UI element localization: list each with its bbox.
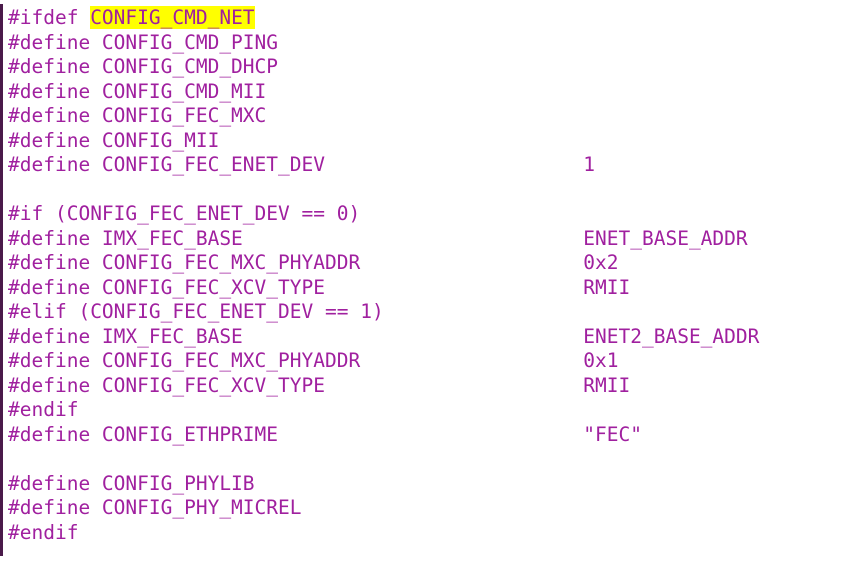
macro-value: 0x2 [583, 251, 619, 274]
code-line[interactable]: #define CONFIG_CMD_PING [8, 31, 759, 56]
macro-name: CONFIG_CMD_PING [101, 30, 279, 54]
preprocessor-directive: #define [8, 251, 102, 274]
macro-name: CONFIG_FEC_ENET_DEV [101, 153, 325, 176]
code-line[interactable]: #define CONFIG_CMD_DHCP [8, 55, 759, 80]
code-line[interactable]: #define CONFIG_PHY_MICREL [8, 496, 759, 521]
macro-name: CONFIG_FEC_XCV_TYPE [101, 373, 325, 397]
preprocessor-directive: #elif [8, 300, 79, 323]
alignment-space [360, 349, 583, 372]
preprocessor-directive: #define [8, 349, 102, 372]
macro-name: CONFIG_PHYLIB [101, 471, 255, 495]
macro-name: CONFIG_ETHPRIME [101, 422, 279, 446]
code-line[interactable]: #define IMX_FEC_BASE ENET2_BASE_ADDR [8, 325, 759, 350]
code-line[interactable]: #define CONFIG_FEC_MXC [8, 104, 759, 129]
macro-value: 0x1 [583, 349, 619, 372]
code-line[interactable]: #define CONFIG_FEC_MXC_PHYADDR 0x1 [8, 349, 759, 374]
code-line[interactable]: #define CONFIG_FEC_XCV_TYPE RMII [8, 276, 759, 301]
code-line[interactable]: #define IMX_FEC_BASE ENET_BASE_ADDR [8, 227, 759, 252]
macro-name: CONFIG_FEC_MXC_PHYADDR [101, 251, 361, 274]
code-line[interactable]: #define CONFIG_ETHPRIME "FEC" [8, 423, 759, 448]
preprocessor-directive: #define [8, 324, 102, 348]
preprocessor-directive: #define [8, 422, 102, 446]
preprocessor-directive: #define [8, 226, 102, 250]
preprocessor-directive: #ifdef [8, 6, 91, 29]
preprocessor-directive: #if [8, 202, 55, 225]
preprocessor-directive: #define [8, 30, 102, 54]
macro-name: CONFIG_FEC_XCV_TYPE [101, 275, 325, 299]
macro-value: ENET2_BASE_ADDR [583, 324, 760, 348]
alignment-space [243, 325, 583, 348]
code-line[interactable] [8, 447, 759, 472]
macro-name: CONFIG_MII [101, 128, 220, 152]
code-line[interactable]: #elif (CONFIG_FEC_ENET_DEV == 1) [8, 300, 759, 325]
preprocessor-directive: #endif [8, 520, 79, 544]
alignment-space [360, 251, 583, 274]
preprocessor-directive: #define [8, 471, 102, 495]
code-line[interactable]: #endif [8, 398, 759, 423]
alignment-space [278, 423, 583, 446]
preprocessor-directive: #define [8, 55, 102, 78]
search-match-macro: CONFIG_CMD_NET [90, 6, 255, 29]
alignment-space [325, 153, 583, 176]
code-line[interactable]: #define CONFIG_MII [8, 129, 759, 154]
code-line[interactable]: #define CONFIG_PHYLIB [8, 472, 759, 497]
code-line[interactable]: #ifdef CONFIG_CMD_NET [8, 6, 759, 31]
alignment-space [243, 227, 583, 250]
macro-name: CONFIG_CMD_DHCP [101, 55, 279, 78]
macro-value: 1 [583, 153, 596, 176]
macro-name: CONFIG_CMD_MII [101, 79, 267, 103]
code-line[interactable]: #define CONFIG_FEC_MXC_PHYADDR 0x2 [8, 251, 759, 276]
macro-value: RMII [583, 275, 631, 299]
preprocessor-directive: #define [8, 496, 102, 519]
macro-name: CONFIG_FEC_MXC [101, 104, 267, 127]
preprocessor-directive: #endif [8, 398, 79, 421]
preprocessor-directive: #define [8, 104, 102, 127]
macro-value: ENET_BASE_ADDR [583, 226, 748, 250]
alignment-space [325, 374, 583, 397]
macro-name: (CONFIG_FEC_ENET_DEV == 0) [54, 202, 361, 225]
code-line[interactable]: #if (CONFIG_FEC_ENET_DEV == 0) [8, 202, 759, 227]
code-line[interactable]: #define CONFIG_FEC_ENET_DEV 1 [8, 153, 759, 178]
preprocessor-directive: #define [8, 79, 102, 103]
code-view[interactable]: #ifdef CONFIG_CMD_NET#define CONFIG_CMD_… [8, 6, 759, 545]
preprocessor-directive: #define [8, 153, 102, 176]
preprocessor-directive: #define [8, 128, 102, 152]
gutter-marker [0, 4, 3, 556]
preprocessor-directive: #define [8, 373, 102, 397]
macro-value: RMII [583, 373, 631, 397]
code-line[interactable] [8, 178, 759, 203]
macro-name: IMX_FEC_BASE [101, 324, 243, 348]
code-line[interactable]: #define CONFIG_FEC_XCV_TYPE RMII [8, 374, 759, 399]
preprocessor-directive: #define [8, 275, 102, 299]
macro-name: CONFIG_FEC_MXC_PHYADDR [101, 349, 361, 372]
macro-value: "FEC" [583, 422, 642, 446]
macro-name: (CONFIG_FEC_ENET_DEV == 1) [78, 300, 384, 323]
code-line[interactable]: #define CONFIG_CMD_MII [8, 80, 759, 105]
macro-name: IMX_FEC_BASE [101, 226, 243, 250]
code-line[interactable]: #endif [8, 521, 759, 546]
alignment-space [325, 276, 583, 299]
macro-name: CONFIG_PHY_MICREL [101, 496, 302, 519]
